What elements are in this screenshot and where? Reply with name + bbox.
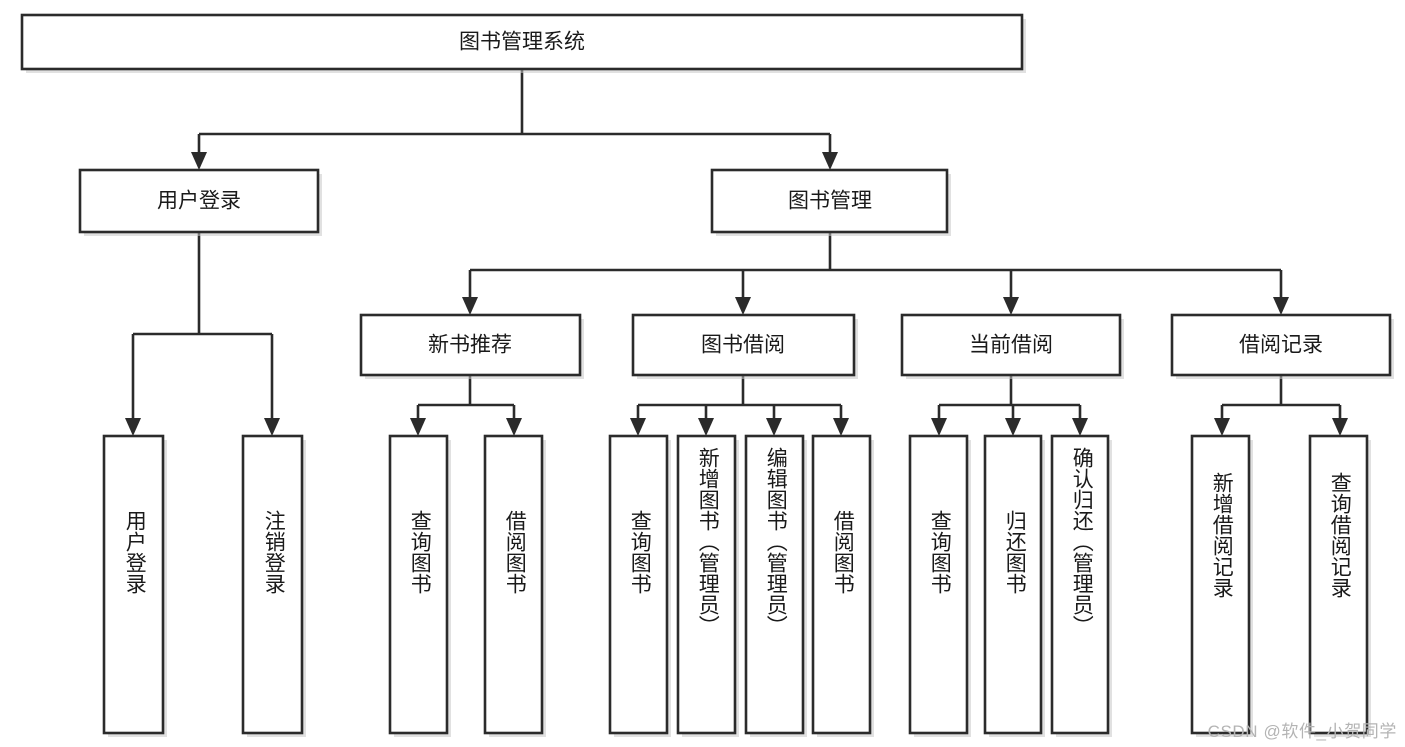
label-borrow-record: 借阅记录 [1239,334,1323,357]
node-box-leaf-logout-login[interactable] [241,434,304,735]
node-box-leaf-query-book-2[interactable] [608,434,669,735]
arrow-to-current-borrow [1003,297,1019,315]
arrow-to-new-book-recommend [462,297,478,315]
node-box-current-borrow[interactable] [900,313,1122,377]
node-box-leaf-add-book[interactable] [676,434,737,735]
node-box-leaf-user-login[interactable] [102,434,165,735]
node-box-leaf-edit-book[interactable] [744,434,805,735]
horizontal-label-layer: 图书管理系统 用户登录 图书管理 新书推荐 图书借阅 当前借阅 借阅记录 [157,31,1323,357]
node-box-leaf-query-book-3[interactable] [908,434,969,735]
label-book-borrow: 图书借阅 [701,334,785,357]
arrow-to-leaf-confirm-return [1072,418,1088,436]
node-box-book-borrow[interactable] [631,313,856,377]
node-box-user-login[interactable] [78,168,320,234]
node-box-book-management[interactable] [710,168,949,234]
node-box-new-book-recommend[interactable] [359,313,582,377]
label-title: 图书管理系统 [459,31,585,54]
arrow-to-leaf-borrow-book-1 [506,418,522,436]
arrow-to-leaf-logout-login [264,418,280,436]
arrow-to-user-login [191,152,207,170]
node-box-leaf-confirm-return[interactable] [1050,434,1110,735]
label-user-login: 用户登录 [157,190,241,213]
arrow-to-leaf-add-record [1214,418,1230,436]
arrow-to-leaf-edit-book [766,418,782,436]
arrow-to-book-borrow [735,297,751,315]
node-box-leaf-borrow-book-2[interactable] [811,434,872,735]
node-box-title[interactable] [20,13,1024,71]
node-box-leaf-add-record[interactable] [1190,434,1251,735]
node-box-leaf-return-book[interactable] [983,434,1043,735]
arrow-to-leaf-add-book [698,418,714,436]
node-box-leaf-query-record[interactable] [1308,434,1369,735]
arrow-to-leaf-query-book-2 [630,418,646,436]
arrow-to-leaf-query-book-3 [931,418,947,436]
arrow-to-leaf-query-book-1 [410,418,426,436]
arrow-to-leaf-borrow-book-2 [833,418,849,436]
arrow-to-leaf-return-book [1005,418,1021,436]
node-box-leaf-borrow-book-1[interactable] [483,434,544,735]
node-box-leaf-query-book-1[interactable] [388,434,449,735]
arrow-to-book-management [822,152,838,170]
label-book-management: 图书管理 [788,190,872,213]
arrow-to-borrow-record [1273,297,1289,315]
label-current-borrow: 当前借阅 [969,334,1053,357]
connector-layer [125,69,1348,436]
label-new-book-recommend: 新书推荐 [428,334,512,357]
arrow-to-leaf-user-login [125,418,141,436]
csdn-watermark: CSDN @软件_小贺同学 [1207,722,1397,741]
arrow-to-leaf-query-record [1332,418,1348,436]
node-box-layer [20,13,1392,735]
node-box-borrow-record[interactable] [1170,313,1392,377]
